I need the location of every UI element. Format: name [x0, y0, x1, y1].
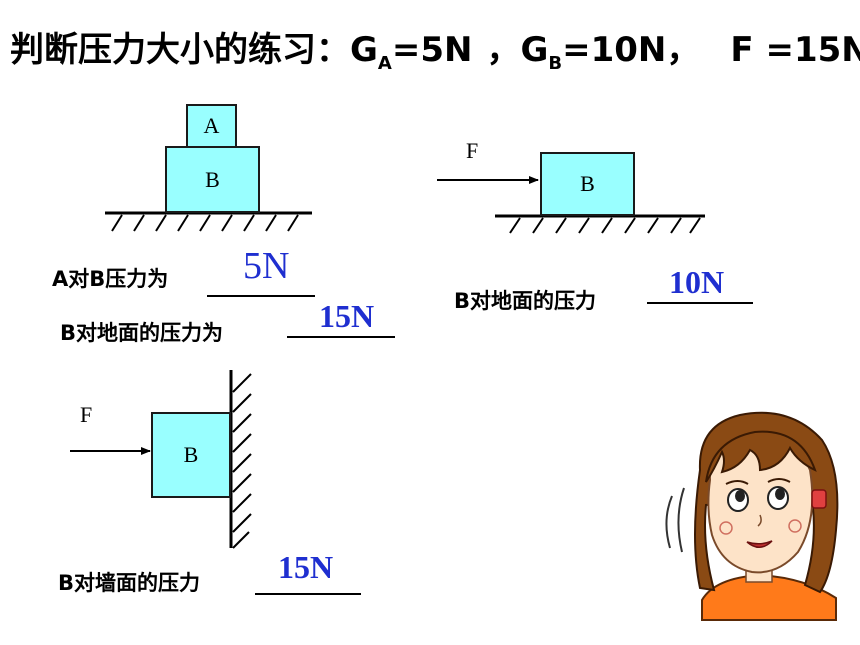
gb-value: =10N， [562, 30, 701, 70]
question-b-on-ground-1: B对地面的压力为 [60, 321, 224, 345]
block-a-label: A [203, 113, 220, 138]
answer-blank [207, 295, 315, 297]
block-b-label: B [183, 442, 199, 467]
answer-blank [255, 593, 361, 595]
gb-letter: G [520, 30, 549, 70]
force-label-2: F [466, 138, 479, 163]
page-title: 判断压力大小的练习：GA=5N，GB=10N，F =15N [10, 22, 860, 74]
ga-value: =5N [391, 30, 473, 70]
block-b-label: B [580, 171, 595, 196]
question-b-on-ground-2: B对地面的压力 [454, 289, 597, 313]
block-b-wall: B [151, 412, 231, 498]
wall [229, 370, 252, 549]
force-label-3: F [80, 402, 93, 427]
question-b-on-wall: B对墙面的压力 [58, 571, 201, 595]
gb-subscript: B [548, 53, 563, 74]
title-prefix: 判断压力大小的练习： [10, 30, 350, 70]
block-b-stacked: B [165, 146, 260, 213]
answer-b-on-wall: 15N [278, 549, 334, 585]
answer-blank [647, 302, 753, 304]
answer-b-on-ground-2: 10N [669, 264, 725, 300]
force-value: F =15N [730, 30, 860, 70]
block-b-floor: B [540, 152, 635, 216]
question-a-on-b: A对B压力为 [52, 267, 169, 291]
block-b-label: B [205, 166, 220, 192]
ground-2 [495, 214, 705, 234]
ga-subscript: A [377, 53, 392, 74]
ga-letter: G [350, 30, 378, 70]
ground-1 [105, 211, 312, 232]
title-separator: ， [486, 30, 521, 70]
answer-a-on-b: 5N [243, 245, 290, 287]
answer-b-on-ground-1: 15N [319, 298, 375, 334]
answer-blank [287, 336, 395, 338]
